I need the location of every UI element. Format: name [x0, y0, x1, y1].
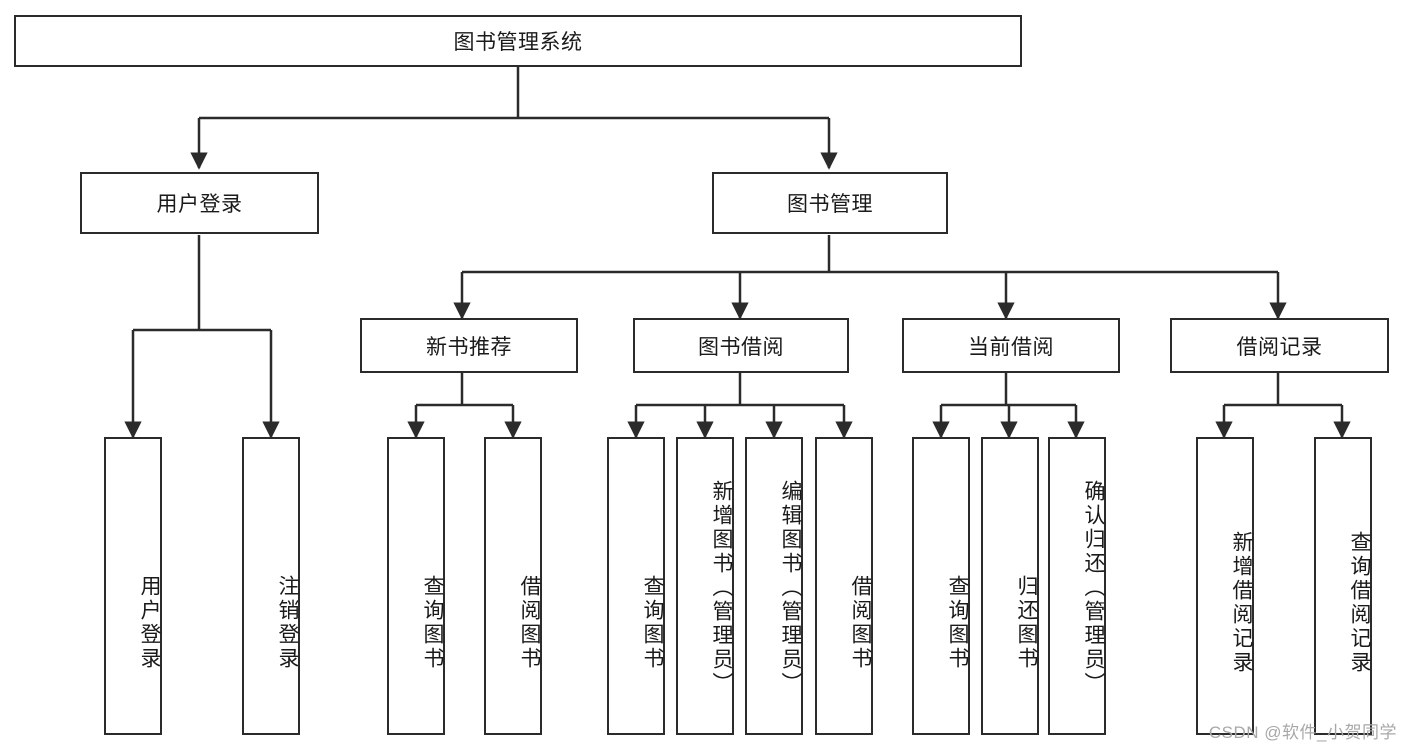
node-label: 图书管理 [787, 193, 873, 216]
node-label: 归还图书 [1015, 575, 1038, 671]
node-label: 确认归还（管理员） [1082, 480, 1105, 696]
node-label: 查询借阅记录 [1348, 531, 1371, 675]
leaf-borrow-book-recommend[interactable]: 借阅图书 [484, 437, 542, 735]
leaf-add-borrow-record[interactable]: 新增借阅记录 [1196, 437, 1254, 735]
node-label: 当前借阅 [968, 335, 1054, 359]
leaf-query-book-borrow[interactable]: 查询图书 [607, 437, 665, 735]
leaf-query-book-current[interactable]: 查询图书 [912, 437, 970, 735]
leaf-edit-book[interactable]: 编辑图书（管理员） [745, 437, 803, 735]
leaf-user-logout[interactable]: 注销登录 [242, 437, 300, 735]
node-label: 查询图书 [641, 575, 664, 671]
leaf-query-borrow-record[interactable]: 查询借阅记录 [1314, 437, 1372, 735]
node-label: 新增图书（管理员） [710, 480, 733, 696]
leaf-query-book-recommend[interactable]: 查询图书 [387, 437, 445, 735]
node-label: 新增借阅记录 [1230, 531, 1253, 675]
node-label: 查询图书 [421, 575, 444, 671]
node-new-book-recommend[interactable]: 新书推荐 [360, 318, 578, 373]
node-label: 借阅图书 [849, 575, 872, 671]
leaf-confirm-return[interactable]: 确认归还（管理员） [1048, 437, 1106, 735]
node-label: 借阅图书 [518, 575, 541, 671]
node-book-borrow[interactable]: 图书借阅 [633, 318, 849, 373]
node-label: 用户登录 [156, 193, 243, 216]
node-book-management-system[interactable]: 图书管理系统 [14, 15, 1022, 67]
node-user-login[interactable]: 用户登录 [80, 172, 319, 234]
node-book-management[interactable]: 图书管理 [712, 172, 948, 234]
node-label: 注销登录 [276, 575, 299, 671]
leaf-borrow-book[interactable]: 借阅图书 [815, 437, 873, 735]
node-label: 图书借阅 [698, 335, 784, 359]
csdn-watermark: CSDN @软件_小贺同学 [1208, 723, 1397, 742]
node-label: 编辑图书（管理员） [779, 480, 802, 696]
leaf-add-book[interactable]: 新增图书（管理员） [676, 437, 734, 735]
node-label: 查询图书 [946, 575, 969, 671]
node-borrow-record[interactable]: 借阅记录 [1170, 318, 1389, 373]
node-label: 借阅记录 [1236, 335, 1323, 359]
node-current-borrow[interactable]: 当前借阅 [902, 318, 1120, 373]
node-label: 用户登录 [138, 575, 161, 671]
node-label: 新书推荐 [426, 335, 512, 359]
leaf-return-book[interactable]: 归还图书 [981, 437, 1039, 735]
node-label: 图书管理系统 [453, 31, 583, 54]
leaf-user-login[interactable]: 用户登录 [104, 437, 162, 735]
